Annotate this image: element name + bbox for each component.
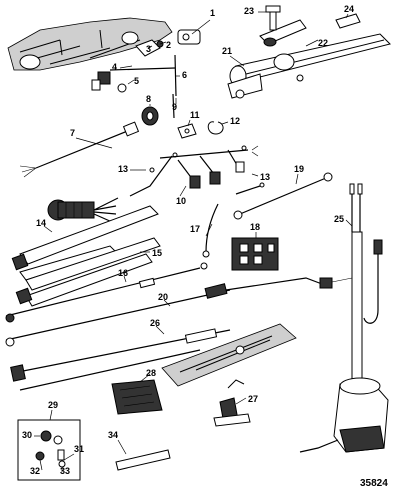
steering-cylinder [227,5,391,99]
callout-21: 21 [222,46,232,56]
callout-17: 17 [190,224,200,234]
grommet-and-pin [141,93,175,126]
hose-15 [15,237,161,307]
callout-2: 2 [166,40,171,50]
callout-19: 19 [294,164,304,174]
callout-30: 30 [22,430,32,440]
callout-1: 1 [210,8,215,18]
bracket-assembly [91,29,201,97]
callout-11: 11 [190,110,200,120]
callout-32: 32 [30,466,40,476]
callout-25: 25 [334,214,344,224]
wiring-harness-10 [129,145,259,197]
trim-sender-25 [299,183,389,453]
callout-4: 4 [112,62,117,72]
callout-34: 34 [108,430,118,440]
cable-17-19 [202,172,333,258]
callout-27: 27 [248,394,258,404]
housing-28 [111,323,297,415]
callout-18: 18 [250,222,260,232]
callout-24: 24 [344,4,354,14]
rectifier-18 [231,237,279,271]
tube-34 [115,449,171,471]
cable-7 [19,121,140,178]
callout-10: 10 [176,196,186,206]
clips-11-12 [177,121,224,139]
callout-12: 12 [230,116,240,126]
callout-8: 8 [146,94,151,104]
hardware-kit-29 [17,419,81,481]
figure-number: 35824 [360,478,388,489]
callout-7: 7 [70,128,75,138]
cable-16 [5,262,208,323]
callout-9: 9 [172,102,177,112]
callout-3: 3 [146,44,151,54]
callout-14: 14 [36,218,46,228]
callout-29: 29 [48,400,58,410]
bracket-27 [213,379,251,427]
callout-22: 22 [318,38,328,48]
cable-26 [10,328,231,391]
callout-15: 15 [152,248,162,258]
callout-20: 20 [158,292,168,302]
callout-13b: 13 [260,172,270,182]
callout-33: 33 [60,466,70,476]
callout-28: 28 [146,368,156,378]
sleeve-14 [11,205,159,281]
callout-13a: 13 [118,164,128,174]
callout-16: 16 [118,268,128,278]
connector-plug [47,197,119,223]
callout-31: 31 [74,444,84,454]
callout-5: 5 [134,76,139,86]
engine-block-assembly [7,17,173,71]
callout-26: 26 [150,318,160,328]
leader-lines [34,11,353,472]
callout-23: 23 [244,6,254,16]
cable-20 [5,277,353,347]
callout-6: 6 [182,70,187,80]
callouts: 1 2 3 4 5 6 7 8 9 10 11 12 13 13 14 15 1… [22,4,354,476]
